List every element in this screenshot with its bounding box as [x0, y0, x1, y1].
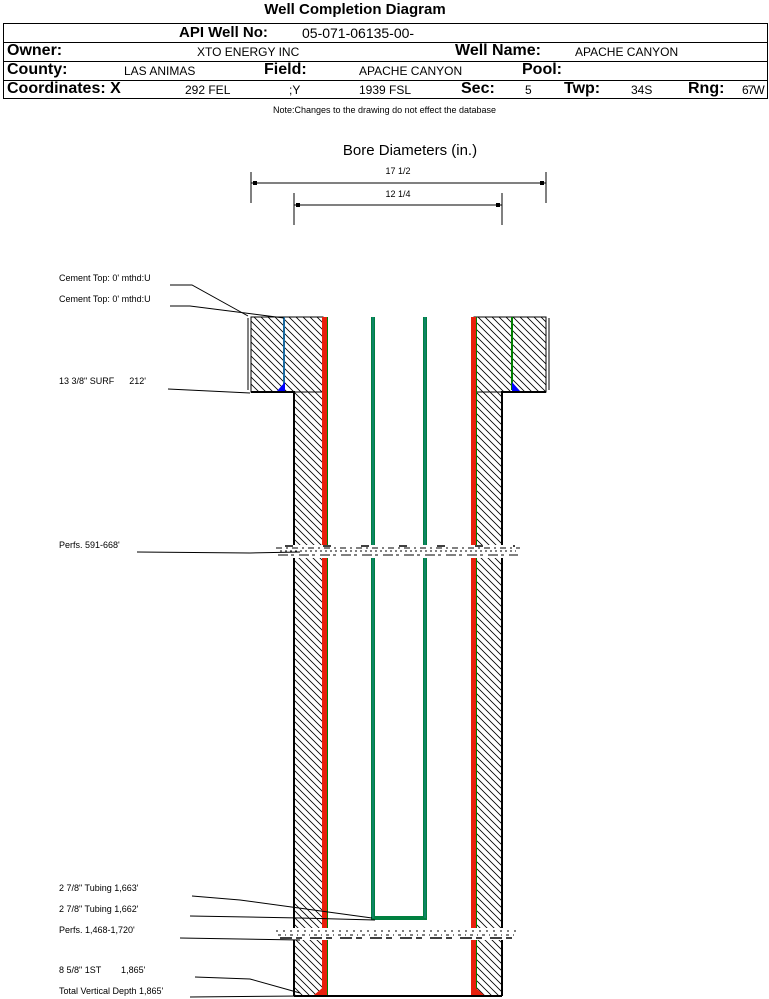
well-header-table: API Well No: 05-071-06135-00- Owner: XTO… [3, 23, 768, 99]
county-value: LAS ANIMAS [124, 64, 196, 78]
callout-tvd: Total Vertical Depth 1,865' [59, 986, 164, 996]
twp-label: Twp: [564, 80, 601, 97]
callout-perfs-lower: Perfs. 1,468-1,720' [59, 925, 135, 935]
rng-label: Rng: [688, 80, 725, 97]
perforations-upper [276, 545, 520, 558]
twp-value: 34S [631, 83, 653, 97]
surface-casing-shoe-left [277, 382, 285, 391]
bore-dimension-outer [250, 172, 547, 203]
well-name-value: APACHE CANYON [575, 45, 679, 59]
perforations-lower [276, 928, 520, 940]
leader-tubing-1 [191, 895, 373, 919]
owner-label: Owner: [7, 42, 63, 59]
county-label: County: [7, 61, 68, 78]
leader-tubing-2 [189, 915, 376, 921]
well-name-label: Well Name: [455, 42, 541, 59]
callout-cement-top-1: Cement Top: 0' mthd:U [59, 273, 151, 283]
production-casing-left [314, 317, 328, 995]
production-casing-right [471, 317, 484, 995]
field-label: Field: [264, 61, 307, 78]
callout-surface-casing: 13 3/8" SURF 212' [59, 376, 146, 386]
header-row-owner: Owner: XTO ENERGY INC Well Name: APACHE … [4, 42, 767, 62]
hole-wall-right [501, 391, 546, 996]
callout-perfs-upper: Perfs. 591-668' [59, 540, 120, 550]
leader-tvd [189, 995, 301, 998]
bore-diameter-label-outer: 17 1/2 [385, 166, 411, 176]
api-value: 05-071-06135-00- [302, 25, 415, 41]
document-title: Well Completion Diagram [264, 1, 446, 18]
production-cement-left [294, 392, 323, 995]
bore-diameters-title: Bore Diameters (in.) [342, 142, 478, 159]
header-row-county: County: LAS ANIMAS Field: APACHE CANYON … [4, 61, 767, 81]
header-row-coordinates: Coordinates: X 292 FEL ;Y 1939 FSL Sec: … [4, 80, 767, 99]
surface-cement-right [473, 316, 547, 393]
callout-tubing-2: 2 7/8" Tubing 1,662' [59, 904, 139, 914]
bore-diameter-label-inner: 12 1/4 [385, 189, 411, 199]
tubing-string [371, 317, 427, 920]
callout-tubing-1: 2 7/8" Tubing 1,663' [59, 883, 139, 893]
pool-label: Pool: [522, 61, 562, 78]
hole-wall-left [251, 391, 295, 996]
callout-leaders [136, 284, 376, 998]
callout-production-casing: 8 5/8" 1ST 1,865' [59, 965, 146, 975]
drawing-note: Note:Changes to the drawing do not effec… [273, 105, 496, 115]
leader-cement-top-1 [170, 284, 249, 317]
owner-value: XTO ENERGY INC [197, 45, 300, 59]
coordinates-label: Coordinates: X [7, 80, 121, 97]
sec-value: 5 [525, 83, 532, 97]
field-value: APACHE CANYON [359, 64, 463, 78]
leader-perfs-lower [179, 937, 301, 941]
header-row-api: API Well No: 05-071-06135-00- [4, 24, 767, 43]
surface-casing-shoe-right [512, 382, 520, 391]
leader-perfs-upper [136, 551, 301, 554]
leader-surface-casing [167, 388, 251, 394]
bore-dimension-inner [293, 193, 503, 225]
leader-production-casing [194, 976, 301, 994]
sec-label: Sec: [461, 80, 495, 97]
leader-cement-top-2 [170, 305, 285, 319]
production-cement-right [474, 392, 502, 995]
coord-y-label: ;Y [289, 83, 301, 97]
callout-cement-top-2: Cement Top: 0' mthd:U [59, 294, 151, 304]
rng-value: 67W [742, 83, 765, 97]
coord-x-value: 292 FEL [185, 83, 231, 97]
surface-cement-left [250, 316, 324, 393]
coord-y-value: 1939 FSL [359, 83, 412, 97]
api-label: API Well No: [179, 24, 268, 41]
